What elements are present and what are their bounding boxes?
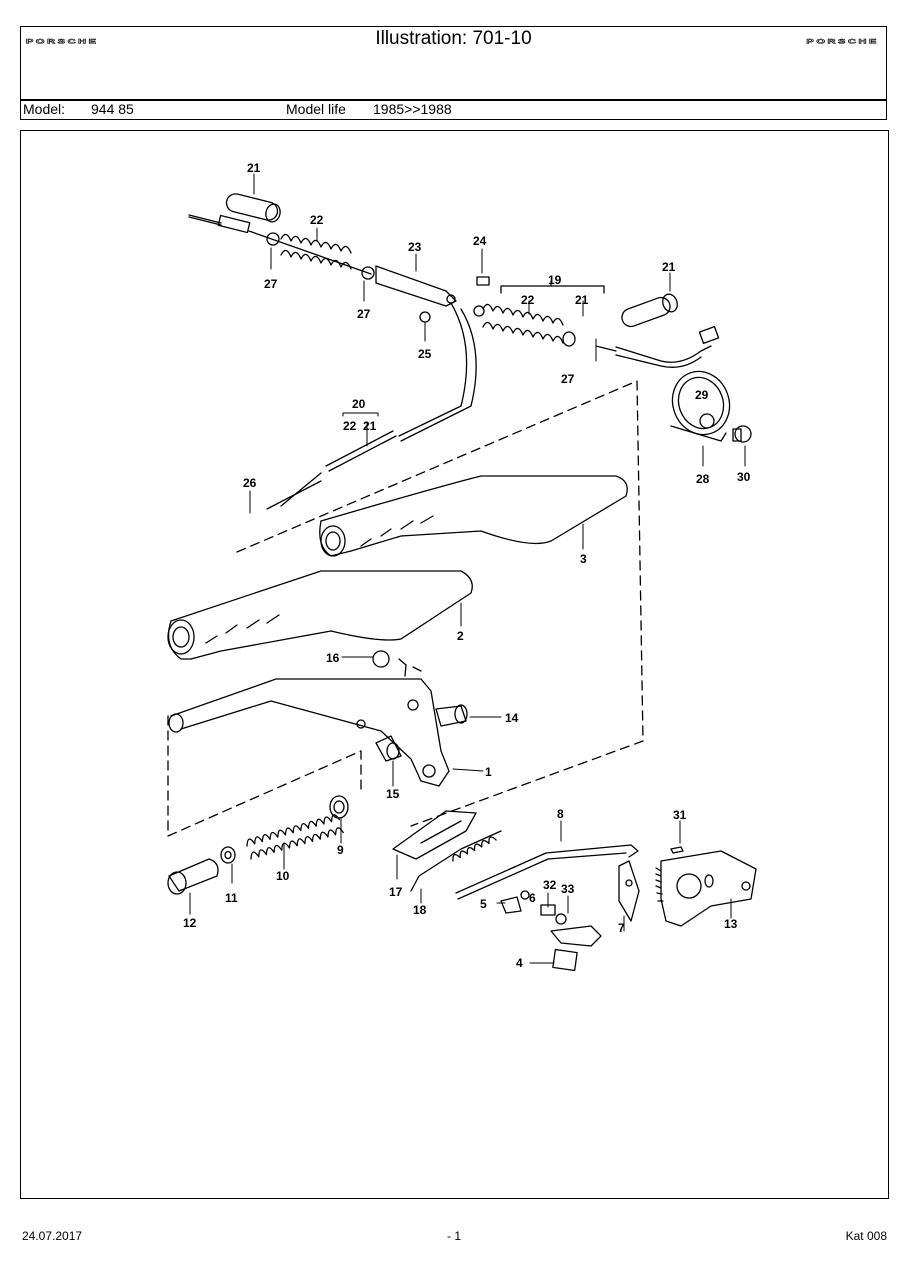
callout-13: 13: [724, 917, 738, 931]
callout-11: 11: [225, 891, 238, 905]
cable-clamp: [670, 370, 752, 443]
callout-24: 24: [473, 234, 487, 248]
callout-15: 15: [386, 787, 400, 801]
callout-25: 25: [418, 347, 432, 361]
callout-16: 16: [326, 651, 340, 665]
callout-21: 21: [575, 293, 589, 307]
callout-28: 28: [696, 472, 710, 486]
model-life-label: Model life: [286, 101, 346, 117]
pawl-17-and-rod-18: [392, 810, 502, 892]
callout-1: 1: [485, 765, 492, 779]
cable-assembly-upper: [188, 193, 490, 510]
spring-and-sleeve-parts: [167, 795, 349, 895]
header-box: PORSCHE Illustration: 701-10 PORSCHE Mod…: [20, 26, 887, 120]
small-pawl-parts: [500, 860, 640, 972]
porsche-logo-right: PORSCHE: [806, 38, 879, 46]
callout-2: 2: [457, 629, 464, 643]
callout-8: 8: [557, 807, 564, 821]
model-label: Model:: [23, 101, 66, 117]
callout-22: 22: [521, 293, 535, 307]
lever-frame-1: [168, 650, 450, 787]
callout-26: 26: [243, 476, 257, 490]
callout-20: 20: [352, 397, 366, 411]
parts-illustration-frame: 21 22 23 24 27 27 25 19 22 21 21 27 20 2…: [20, 130, 889, 1199]
parts-illustration: 21 22 23 24 27 27 25 19 22 21 21 27 20 2…: [167, 161, 757, 972]
callout-32: 32: [543, 878, 557, 892]
footer-page-number: - 1: [447, 1229, 462, 1243]
callout-10: 10: [276, 869, 290, 883]
callout-31: 31: [673, 808, 687, 822]
callout-9: 9: [337, 843, 344, 857]
lever-grip-3: [319, 475, 628, 557]
footer-date: 24.07.2017: [22, 1229, 83, 1243]
assembly-dashed-lines: [167, 380, 644, 837]
callout-5: 5: [480, 897, 487, 911]
callout-23: 23: [408, 240, 422, 254]
model-value: 944 85: [91, 101, 134, 117]
callout-4: 4: [516, 956, 523, 970]
callout-leader-lines: [189, 173, 746, 964]
ratchet-segment-13: [655, 846, 757, 927]
callout-3: 3: [580, 552, 587, 566]
footer-catalog: Kat 008: [845, 1229, 887, 1243]
callout-17: 17: [389, 885, 403, 899]
callout-27: 27: [357, 307, 371, 321]
model-life-value: 1985>>1988: [373, 101, 452, 117]
bolt-14-and-pin-15: [375, 704, 468, 762]
callout-12: 12: [183, 916, 197, 930]
illustration-title: Illustration: 701-10: [375, 28, 532, 49]
callout-numbers: 21 22 23 24 27 27 25 19 22 21 21 27 20 2…: [183, 161, 751, 970]
callout-21: 21: [247, 161, 261, 175]
callout-18: 18: [413, 903, 427, 917]
callout-33: 33: [561, 882, 575, 896]
callout-21: 21: [363, 419, 377, 433]
callout-30: 30: [737, 470, 751, 484]
callout-22: 22: [343, 419, 357, 433]
porsche-logo-left: PORSCHE: [26, 38, 99, 46]
callout-7: 7: [618, 921, 625, 935]
callout-6: 6: [529, 891, 536, 905]
callout-27: 27: [264, 277, 278, 291]
callout-21: 21: [662, 260, 676, 274]
callout-29: 29: [695, 388, 709, 402]
callout-19: 19: [548, 273, 562, 287]
callout-22: 22: [310, 213, 324, 227]
rod-8: [455, 844, 639, 900]
callout-14: 14: [505, 711, 519, 725]
callout-27: 27: [561, 372, 575, 386]
header-divider: [21, 99, 886, 101]
lever-grip-2: [167, 570, 473, 660]
cable-assembly-right: [473, 280, 720, 368]
